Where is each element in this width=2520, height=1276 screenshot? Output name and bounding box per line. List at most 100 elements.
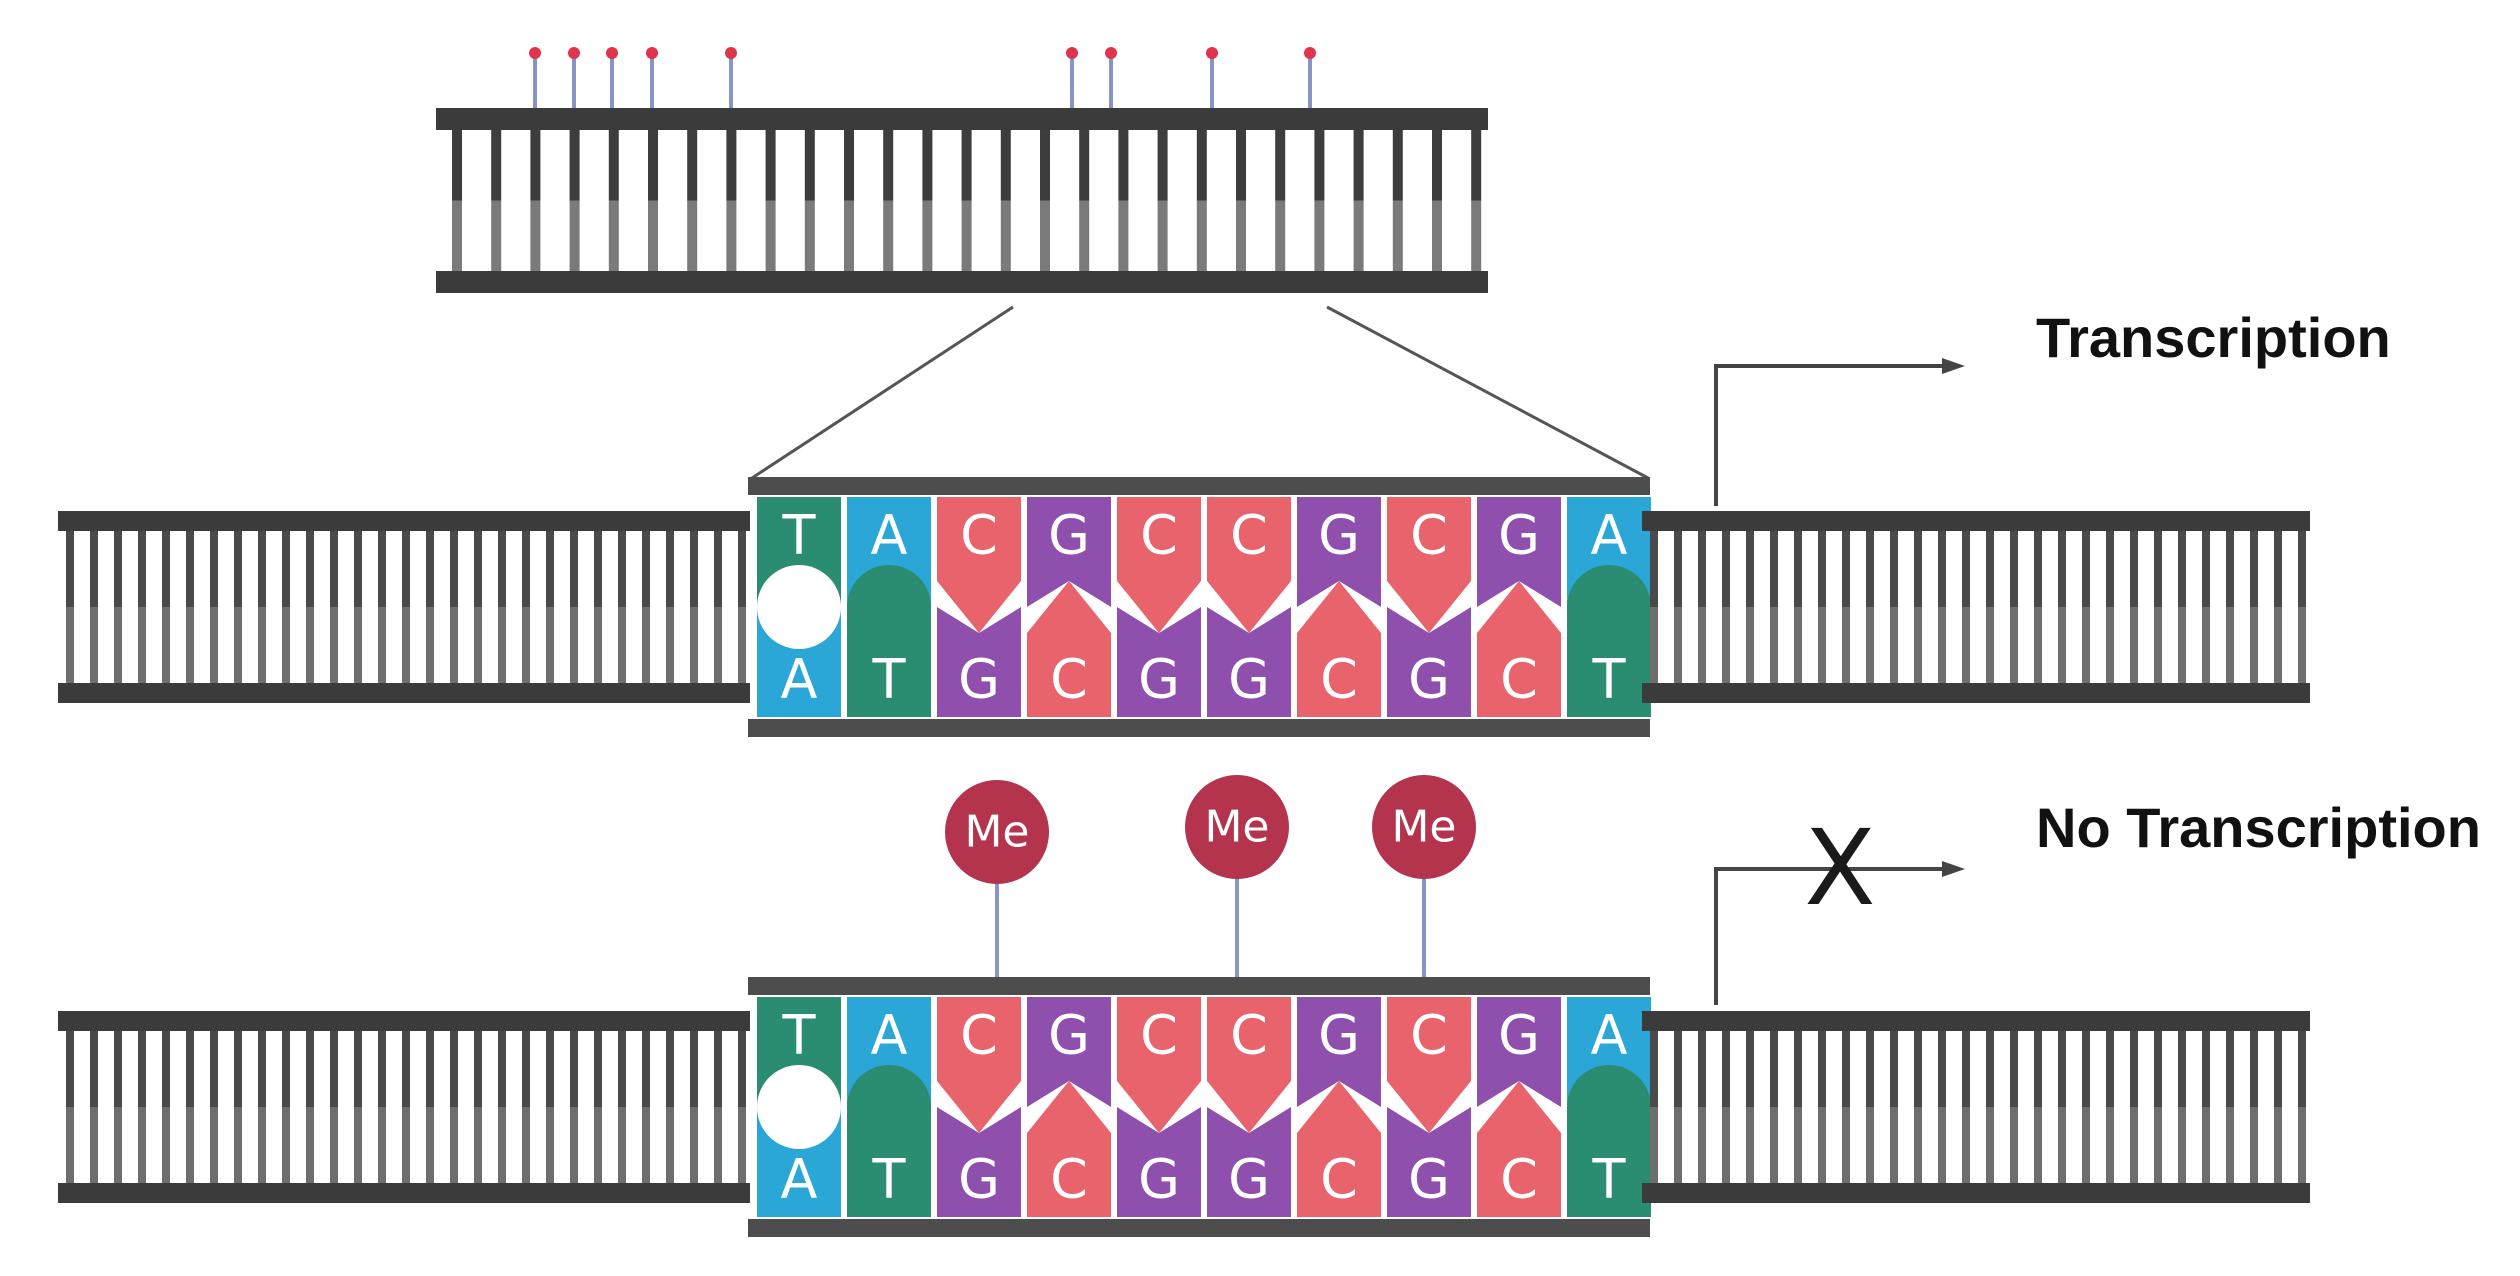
backbone-bottom bbox=[1642, 683, 2310, 703]
rung-lower bbox=[522, 607, 530, 683]
base-letter-top: G bbox=[1048, 1004, 1090, 1067]
overview-rung-lower bbox=[961, 200, 972, 271]
base-letter-top: C bbox=[960, 504, 998, 567]
rung-lower bbox=[690, 1107, 698, 1183]
rung-upper bbox=[2250, 531, 2258, 607]
nucleotide-bottom-T bbox=[1567, 565, 1651, 717]
arrow-line bbox=[1714, 364, 1945, 506]
rung-upper bbox=[2202, 1031, 2210, 1107]
rung-lower bbox=[2298, 1107, 2306, 1183]
rung-lower bbox=[2106, 1107, 2114, 1183]
rung-lower bbox=[1794, 607, 1802, 683]
rung-lower bbox=[690, 607, 698, 683]
flank-left bbox=[58, 1011, 750, 1203]
rung-lower bbox=[666, 1107, 674, 1183]
base-letter-top: A bbox=[871, 1004, 908, 1067]
overview-rung-upper bbox=[1471, 130, 1482, 201]
nucleotide-top-G bbox=[1027, 497, 1111, 607]
rung-upper bbox=[474, 531, 482, 607]
overview-rung-upper bbox=[1118, 130, 1129, 201]
base-letter-top: C bbox=[1230, 1004, 1268, 1067]
rung-lower bbox=[2226, 1107, 2234, 1183]
rung-lower bbox=[258, 607, 266, 683]
overview-rung-upper bbox=[961, 130, 972, 201]
transcription-label: Transcription bbox=[2036, 306, 2391, 369]
rung-upper bbox=[450, 531, 458, 607]
overview-rung-upper bbox=[765, 130, 776, 201]
nucleotide-top-C bbox=[937, 497, 1021, 633]
rung-lower bbox=[402, 607, 410, 683]
rung-lower bbox=[354, 607, 362, 683]
rung-upper bbox=[1818, 1031, 1826, 1107]
arrow-head bbox=[1942, 358, 1965, 374]
rung-upper bbox=[594, 531, 602, 607]
rung-lower bbox=[2178, 1107, 2186, 1183]
rung-lower bbox=[1938, 1107, 1946, 1183]
rung-upper bbox=[2130, 531, 2138, 607]
rung-lower bbox=[1746, 607, 1754, 683]
rung-lower bbox=[306, 1107, 314, 1183]
rung-lower bbox=[450, 1107, 458, 1183]
rung-lower bbox=[2082, 1107, 2090, 1183]
overview-rung-lower bbox=[1157, 200, 1168, 271]
overview-rung-upper bbox=[1236, 130, 1246, 201]
rung-upper bbox=[1698, 531, 1706, 607]
methyl-circle bbox=[1185, 775, 1289, 879]
rung-lower bbox=[474, 607, 482, 683]
rung-lower bbox=[1962, 1107, 1970, 1183]
nucleotide-top-C bbox=[1207, 997, 1291, 1133]
rung-lower bbox=[738, 607, 746, 683]
overview-rung-upper bbox=[1275, 130, 1286, 201]
rung-upper bbox=[2034, 1031, 2042, 1107]
rung-upper bbox=[114, 531, 122, 607]
overview-rung-upper bbox=[1314, 130, 1325, 201]
rung-upper bbox=[1722, 1031, 1730, 1107]
nucleotide-bottom-T bbox=[847, 1065, 931, 1217]
rung-upper bbox=[186, 1031, 194, 1107]
methyl-group: Me bbox=[945, 780, 1049, 977]
base-letter-bottom: G bbox=[1138, 1148, 1180, 1211]
overview-rung-upper bbox=[491, 130, 502, 201]
rung-lower bbox=[1794, 1107, 1802, 1183]
rung-lower bbox=[2130, 1107, 2138, 1183]
rung-upper bbox=[2034, 531, 2042, 607]
backbone-top bbox=[58, 511, 750, 531]
overview-rung-upper bbox=[608, 130, 619, 201]
rung-upper bbox=[402, 531, 410, 607]
rung-upper bbox=[1866, 1031, 1874, 1107]
rung-lower bbox=[1770, 607, 1778, 683]
rung-lower bbox=[2010, 607, 2018, 683]
base-letter-top: C bbox=[1140, 504, 1178, 567]
overview-rung-upper bbox=[687, 130, 698, 201]
rung-upper bbox=[2226, 1031, 2234, 1107]
rung-upper bbox=[2250, 1031, 2258, 1107]
rung-lower bbox=[1818, 1107, 1826, 1183]
rung-upper bbox=[2154, 1031, 2162, 1107]
rung-lower bbox=[594, 607, 602, 683]
rung-upper bbox=[90, 1031, 98, 1107]
rung-lower bbox=[1698, 1107, 1706, 1183]
overview-methyl-dot bbox=[1105, 47, 1117, 59]
rung-lower bbox=[642, 607, 650, 683]
rung-upper bbox=[450, 1031, 458, 1107]
base-letter-bottom: C bbox=[1050, 648, 1088, 711]
nucleotide-bottom-G bbox=[1117, 1107, 1201, 1217]
rung-upper bbox=[2298, 1031, 2306, 1107]
base-letter-bottom: G bbox=[958, 648, 1000, 711]
rung-lower bbox=[618, 1107, 626, 1183]
overview-rung-lower bbox=[569, 200, 580, 271]
nucleotide-top-C bbox=[1387, 497, 1471, 633]
base-letter-top: A bbox=[871, 504, 908, 567]
overview-rung-upper bbox=[922, 130, 933, 201]
rung-lower bbox=[2010, 1107, 2018, 1183]
rung-upper bbox=[690, 1031, 698, 1107]
rung-upper bbox=[1914, 1031, 1922, 1107]
rung-lower bbox=[282, 1107, 290, 1183]
overview-methyl-dot bbox=[646, 47, 658, 59]
base-letter-top: A bbox=[1591, 504, 1628, 567]
overview-rung-upper bbox=[1392, 130, 1403, 201]
rung-upper bbox=[354, 1031, 362, 1107]
rung-upper bbox=[2082, 1031, 2090, 1107]
nucleotide-top-C bbox=[937, 997, 1021, 1133]
